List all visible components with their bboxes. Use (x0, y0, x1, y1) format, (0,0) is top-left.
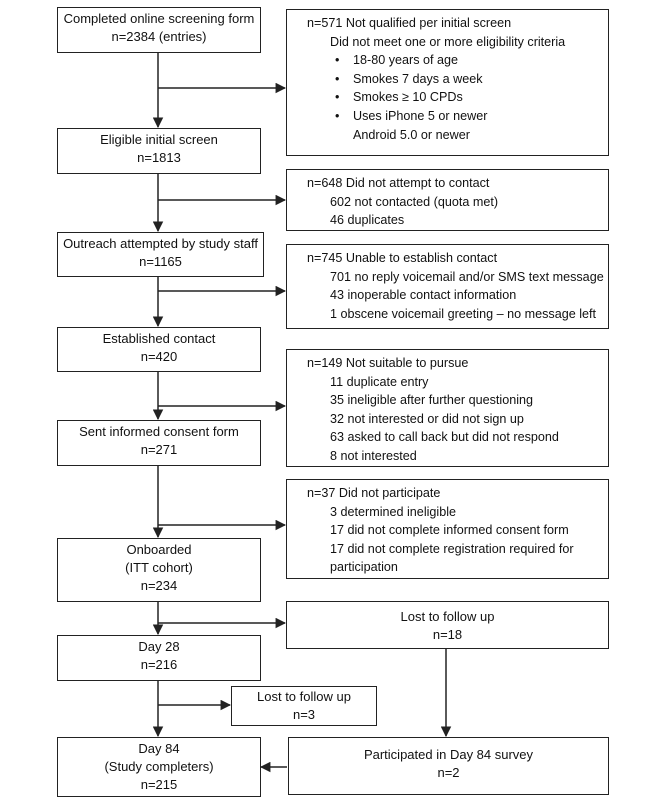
box-not-qualified: n=571 Not qualified per initial screen D… (286, 9, 609, 156)
eligible-count: n=1813 (137, 150, 181, 165)
outreach-count: n=1165 (139, 254, 182, 269)
day84-title: Day 84 (138, 741, 180, 756)
no-contact-item: 701 no reply voicemail and/or SMS text m… (330, 269, 604, 284)
day28-title: Day 28 (138, 639, 180, 654)
consent-count: n=271 (140, 442, 178, 457)
day84-subtitle: (Study completers) (104, 759, 214, 774)
criteria-item-continued: Android 5.0 or newer (353, 127, 470, 142)
day84-count: n=215 (140, 777, 178, 792)
box-day84: Day 84 (Study completers) n=215 (57, 737, 261, 797)
lost-followup-count: n=18 (432, 627, 463, 642)
screening-title: Completed online screening form (63, 11, 255, 26)
no-attempt-item: 602 not contacted (quota met) (330, 194, 499, 209)
box-not-participate: n=37 Did not participate 3 determined in… (286, 479, 609, 579)
no-contact-item: 1 obscene voicemail greeting – no messag… (330, 306, 597, 321)
onboarded-cohort: (ITT cohort) (125, 560, 193, 575)
box-outreach: Outreach attempted by study staff n=1165 (57, 232, 264, 277)
box-day28: Day 28 n=216 (57, 635, 261, 681)
criteria-item: Smokes ≥ 10 CPDs (307, 88, 608, 107)
box-participated-day84: Participated in Day 84 survey n=2 (288, 737, 609, 795)
no-attempt-header: n=648 Did not attempt to contact (307, 176, 490, 190)
not-qualified-header: n=571 Not qualified per initial screen (307, 16, 512, 30)
box-not-suitable: n=149 Not suitable to pursue 11 duplicat… (286, 349, 609, 467)
onboarded-title: Onboarded (126, 542, 192, 557)
criteria-item: Smokes 7 days a week (307, 70, 608, 89)
criteria-item: Uses iPhone 5 or newer (307, 107, 608, 126)
not-participate-item: 17 did not complete informed consent for… (330, 523, 569, 538)
contact-title: Established contact (102, 331, 216, 346)
not-participate-item: 3 determined ineligible (330, 504, 457, 519)
box-lost-followup-3: Lost to follow up n=3 (231, 686, 377, 726)
not-suitable-item: 63 asked to call back but did not respon… (330, 430, 559, 445)
criteria-item: 18-80 years of age (307, 51, 608, 70)
lost-followup-title: Lost to follow up (257, 689, 351, 704)
screening-count: n=2384 (entries) (111, 29, 207, 44)
outreach-title: Outreach attempted by study staff (63, 236, 258, 251)
box-screening: Completed online screening form n=2384 (… (57, 7, 261, 53)
lost-followup-title: Lost to follow up (400, 609, 495, 624)
not-suitable-header: n=149 Not suitable to pursue (307, 356, 469, 370)
box-consent: Sent informed consent form n=271 (57, 420, 261, 466)
no-contact-item: 43 inoperable contact information (330, 288, 517, 303)
lost-followup-count: n=3 (292, 707, 316, 722)
not-suitable-item: 32 not interested or did not sign up (330, 411, 524, 426)
contact-count: n=420 (140, 349, 178, 364)
day28-count: n=216 (140, 657, 178, 672)
not-suitable-item: 8 not interested (330, 448, 417, 463)
box-no-attempt: n=648 Did not attempt to contact 602 not… (286, 169, 609, 231)
box-onboarded: Onboarded (ITT cohort) n=234 (57, 538, 261, 602)
not-qualified-sub: Did not meet one or more eligibility cri… (330, 34, 566, 49)
not-participate-item: 17 did not complete registration require… (330, 541, 574, 575)
no-attempt-item: 46 duplicates (330, 213, 405, 228)
box-lost-followup-18: Lost to follow up n=18 (286, 601, 609, 649)
not-suitable-item: 35 ineligible after further questioning (330, 393, 534, 408)
eligible-title: Eligible initial screen (100, 132, 218, 147)
box-no-contact: n=745 Unable to establish contact 701 no… (286, 244, 609, 329)
participated-count: n=2 (437, 765, 460, 780)
not-suitable-item: 11 duplicate entry (330, 374, 429, 389)
participated-title: Participated in Day 84 survey (363, 747, 534, 762)
box-contact: Established contact n=420 (57, 327, 261, 372)
no-contact-header: n=745 Unable to establish contact (307, 251, 498, 265)
onboarded-count: n=234 (140, 578, 178, 593)
box-eligible: Eligible initial screen n=1813 (57, 128, 261, 174)
not-participate-header: n=37 Did not participate (307, 486, 441, 500)
consent-title: Sent informed consent form (79, 424, 239, 439)
